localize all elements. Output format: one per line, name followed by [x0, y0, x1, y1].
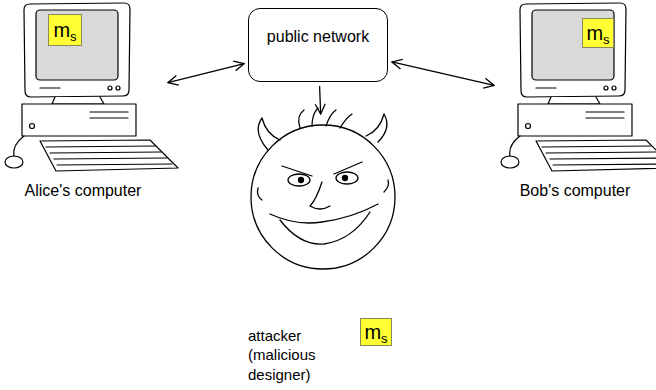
caption-text: Bob's computer — [520, 181, 631, 202]
link-arrow — [168, 64, 244, 83]
message-box: ms — [360, 318, 392, 346]
message-box: ms — [582, 18, 614, 48]
computer-node: Bob's computer ms — [498, 4, 652, 204]
network-box: public network — [248, 8, 388, 82]
attacker-node: attacker (malicious designer) ms — [240, 118, 412, 386]
computer-node: Alice's computer ms — [2, 4, 164, 204]
message-letter: m — [53, 20, 70, 40]
message-subscript: s — [381, 332, 388, 345]
link-arrow — [392, 62, 494, 85]
message-box: ms — [48, 14, 82, 46]
message-subscript: s — [603, 33, 610, 46]
devil-face — [251, 108, 395, 269]
message-subscript: s — [70, 30, 77, 43]
computer-sketch — [501, 3, 656, 171]
computer-sketch — [5, 3, 178, 171]
link-arrow — [320, 86, 321, 114]
caption-text: Alice's computer — [25, 181, 142, 202]
message-letter: m — [586, 23, 603, 43]
caption-text: attacker (malicious designer) — [248, 326, 348, 385]
message-letter: m — [364, 322, 381, 342]
network-label: public network — [267, 27, 369, 48]
